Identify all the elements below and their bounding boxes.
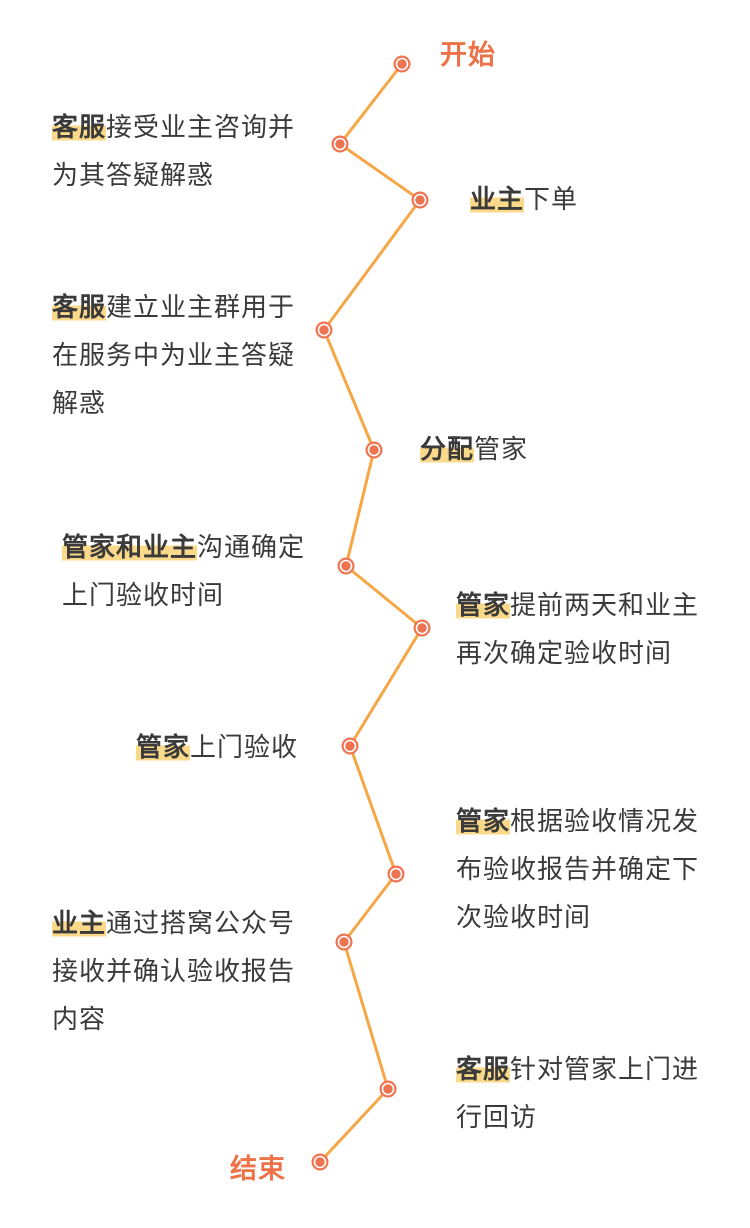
step-1-actor: 客服: [52, 113, 107, 143]
step-9-actor: 业主: [52, 909, 107, 939]
step-7-text: 管家上门验收: [136, 733, 299, 763]
step-8-text: 管家根据验收情况发 布验收报告并确定下 次验收时间: [456, 807, 700, 933]
flow-node-12: [311, 1153, 329, 1171]
flow-node-7: [413, 619, 431, 637]
step-4-actor: 分配: [420, 435, 475, 465]
flow-node-9: [387, 865, 405, 883]
flow-node-3: [411, 191, 429, 209]
step-6-text: 管家提前两天和业主 再次确定验收时间: [456, 591, 700, 669]
flow-node-10: [335, 933, 353, 951]
flow-node-1: [393, 55, 411, 73]
step-8-actor: 管家: [456, 807, 511, 837]
step-7-actor: 管家: [136, 733, 191, 763]
step-5-text: 管家和业主沟通确定 上门验收时间: [62, 533, 306, 611]
step-10-actor: 客服: [456, 1055, 511, 1085]
step-2-text: 业主下单: [470, 185, 579, 215]
step-2-actor: 业主: [470, 185, 525, 215]
step-6-actor: 管家: [456, 591, 511, 621]
step-1-text: 客服接受业主咨询并 为其答疑解惑: [52, 113, 296, 191]
step-10-text: 客服针对管家上门进 行回访: [456, 1055, 700, 1133]
start-label: 开始: [440, 40, 496, 71]
step-9-text: 业主通过搭窝公众号 接收并确认验收报告 内容: [52, 909, 296, 1035]
step-4-text: 分配管家: [420, 435, 529, 465]
step-3-text: 客服建立业主群用于 在服务中为业主答疑 解惑: [52, 293, 296, 419]
flow-node-4: [315, 321, 333, 339]
step-5-actor: 管家和业主: [62, 533, 198, 563]
flow-node-11: [379, 1080, 397, 1098]
flow-node-8: [341, 737, 359, 755]
flow-node-2: [331, 135, 349, 153]
flow-line: [318, 63, 424, 1164]
flow-node-5: [365, 441, 383, 459]
step-3-actor: 客服: [52, 293, 107, 323]
end-label: 结束: [230, 1154, 286, 1185]
flow-node-6: [337, 557, 355, 575]
